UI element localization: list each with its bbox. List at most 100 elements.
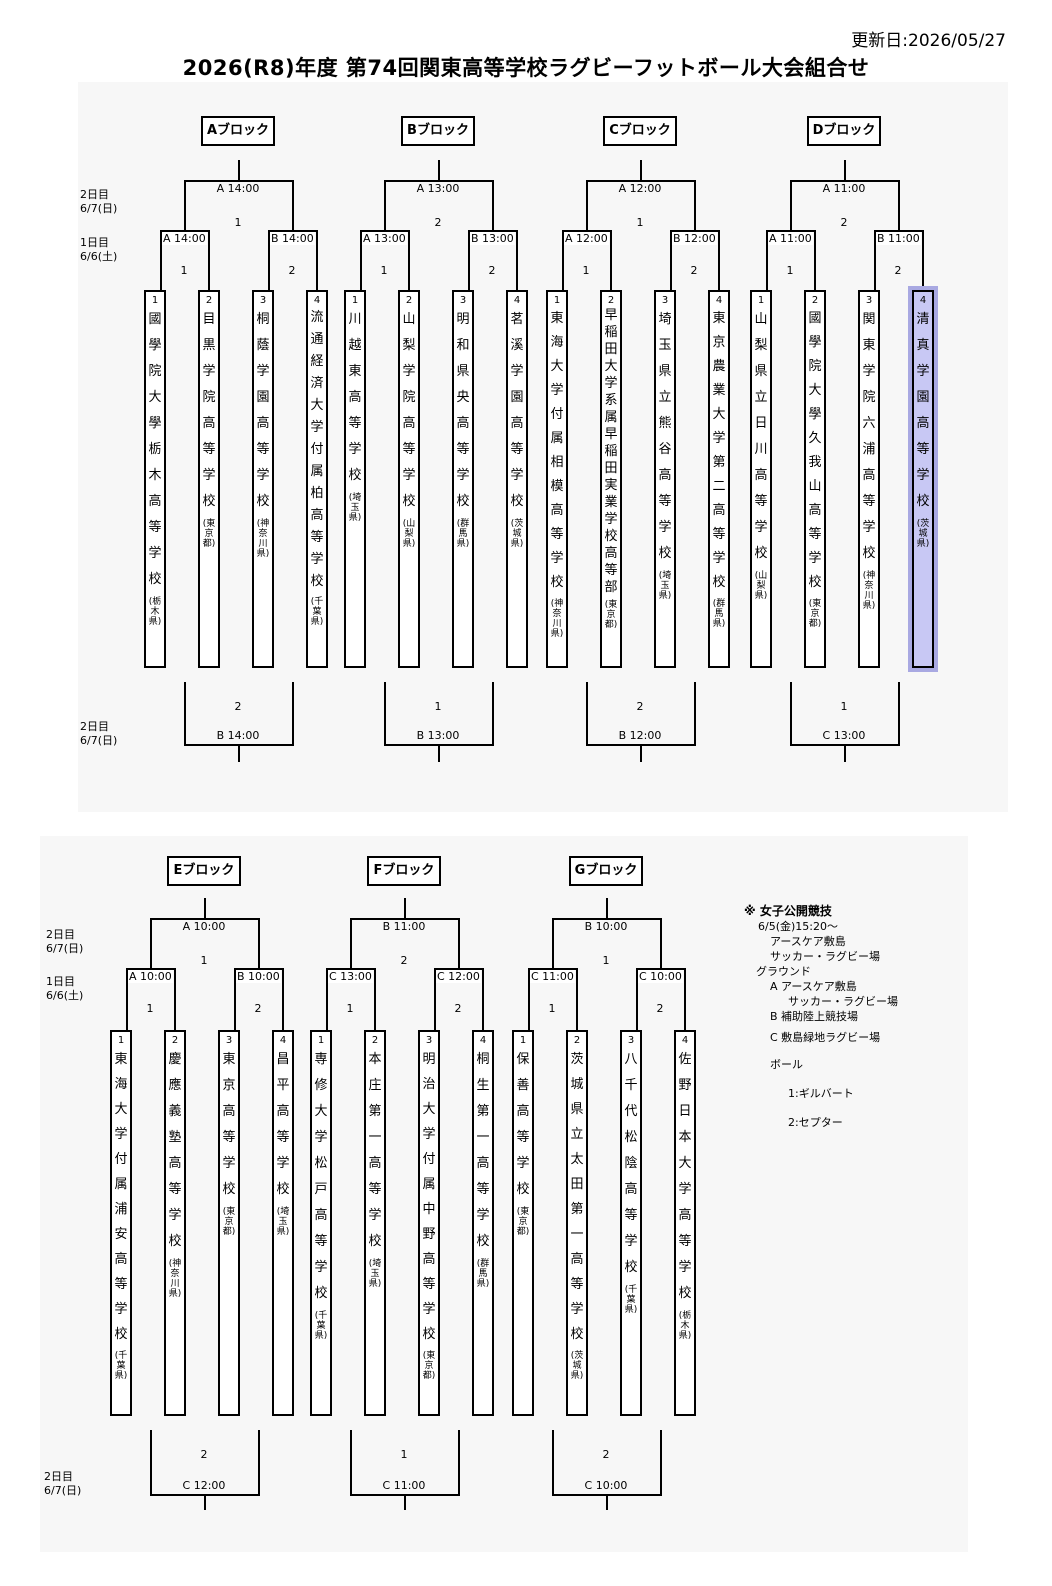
match-time: C 12:00 [182, 1479, 226, 1492]
bracket-line [184, 682, 186, 744]
team-seed: 4 [479, 1035, 487, 1046]
team-prefecture: (群馬県) [476, 1259, 490, 1289]
team-prefecture: (神奈川県) [550, 599, 564, 639]
team-name: 山梨県立日川高等学校 [754, 312, 768, 561]
block-label: Cブロック [603, 116, 677, 146]
match-time: A 10:00 [182, 920, 226, 933]
day-date: 6/7(日) [44, 1484, 82, 1497]
notes-title: ※ 女子公開競技 [744, 904, 832, 918]
match-time: C 10:00 [584, 1479, 628, 1492]
match-time: A 10:00 [128, 970, 173, 983]
ball-number: 1 [400, 1448, 408, 1461]
ball-number: 2 [254, 1002, 262, 1015]
day-date: 6/7(日) [80, 734, 118, 747]
ball-number: 1 [146, 1002, 154, 1015]
ball-number: 1 [346, 1002, 354, 1015]
team-prefecture: (神奈川県) [168, 1259, 182, 1299]
ball-number: 2 [234, 700, 242, 713]
bracket-stem [640, 160, 642, 180]
team-name: 國學院大學栃木高等学校 [148, 312, 162, 587]
team-prefecture: (群馬県) [712, 599, 726, 629]
team-name: 目黒学院高等学校 [202, 312, 216, 509]
ball-number: 1 [840, 700, 848, 713]
team-prefecture: (群馬県) [456, 519, 470, 549]
day-date: 6/6(土) [80, 250, 118, 263]
team-seed: 1 [117, 1035, 125, 1046]
block-label: Gブロック [569, 856, 643, 886]
match-time: B 10:00 [236, 970, 281, 983]
ball-number: 2 [656, 1002, 664, 1015]
match-time: A 12:00 [618, 182, 662, 195]
block-label: Eブロック [167, 856, 241, 886]
notes-line: B 補助陸上競技場 [770, 1010, 859, 1023]
bracket-line [552, 918, 554, 968]
ball-number: 1 [548, 1002, 556, 1015]
team-name: 八千代松陰高等学校 [624, 1052, 638, 1275]
bracket-line [374, 968, 376, 1030]
team-name: 保善高等学校 [516, 1052, 530, 1197]
match-time: B 11:00 [382, 920, 426, 933]
match-time: B 10:00 [584, 920, 628, 933]
bracket-line [434, 968, 436, 1030]
team-name: 桐蔭学園高等学校 [256, 312, 270, 509]
match-time: B 13:00 [470, 232, 515, 245]
bracket-stem [238, 744, 240, 762]
team-prefecture: (東京都) [422, 1351, 436, 1381]
day-date: 6/7(日) [46, 942, 84, 955]
notes-line: サッカー・ラグビー場 [770, 950, 880, 963]
team-prefecture: (東京都) [516, 1207, 530, 1237]
bracket-line [126, 968, 176, 970]
bracket-line [326, 968, 376, 970]
bracket-line [562, 230, 612, 232]
team-seed: 2 [811, 295, 819, 306]
bracket-line [160, 230, 162, 290]
bracket-line [350, 918, 460, 920]
match-time: C 13:00 [328, 970, 373, 983]
ball-number: 2 [690, 264, 698, 277]
bracket-stem [606, 1494, 608, 1510]
match-time: B 14:00 [270, 232, 315, 245]
team-name: 慶應義塾高等学校 [168, 1052, 182, 1249]
bracket-line [790, 682, 792, 744]
notes-line: 2:セプター [788, 1116, 843, 1129]
bracket-line [814, 230, 816, 290]
bracket-line [184, 180, 294, 182]
team-prefecture: (茨城県) [570, 1351, 584, 1381]
bracket-line [718, 230, 720, 290]
day-date: 6/7(日) [80, 202, 118, 215]
match-time: B 14:00 [216, 729, 260, 742]
match-time: A 13:00 [362, 232, 407, 245]
ball-number: 2 [840, 216, 848, 229]
ball-number: 2 [454, 1002, 462, 1015]
match-time: C 11:00 [382, 1479, 426, 1492]
match-time: A 12:00 [564, 232, 609, 245]
bracket-line [350, 1430, 352, 1494]
team-name: 埼玉県立熊谷高等学校 [658, 312, 672, 561]
bracket-line [576, 968, 578, 1030]
team-prefecture: (山梨県) [402, 519, 416, 549]
bracket-line [160, 230, 210, 232]
bracket-line [234, 968, 236, 1030]
team-prefecture: (東京都) [604, 600, 618, 630]
bracket-stem [404, 898, 406, 918]
team-prefecture: (埼玉県) [348, 493, 362, 523]
page-title: 2026(R8)年度 第74回関東高等学校ラグビーフットボール大会組合せ [182, 56, 870, 80]
team-prefecture: (茨城県) [916, 519, 930, 549]
notes-line: アースケア敷島 [770, 935, 846, 948]
team-prefecture: (茨城県) [510, 519, 524, 549]
bracket-line [492, 180, 494, 230]
bracket-line [384, 682, 386, 744]
notes-line: C 敷島緑地ラグビー場 [770, 1031, 881, 1044]
bracket-line [408, 230, 410, 290]
bracket-line [898, 180, 900, 230]
